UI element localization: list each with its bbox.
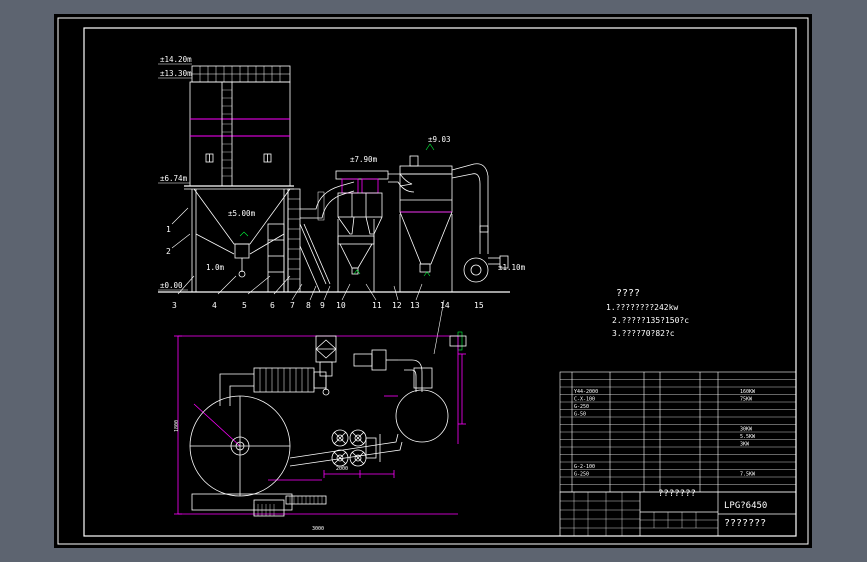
plan-dimension-labels: 1800 2000 3000 <box>174 420 348 532</box>
cyclone-header <box>335 170 389 180</box>
elev-label-6: ±9.03 <box>428 135 451 144</box>
note-line-3: 3.????70?82?c <box>612 329 675 338</box>
part-no-3: 3 <box>172 301 177 310</box>
part-no-10: 10 <box>336 301 346 310</box>
notes-title: ???? <box>616 288 640 299</box>
elevation-view <box>184 65 509 293</box>
inner-frame <box>83 27 797 537</box>
elev-label-3: ±6.74m <box>160 174 188 183</box>
plan-view <box>174 335 467 517</box>
plan-cyclone-cluster <box>331 429 381 467</box>
elevation-ticks <box>158 63 192 291</box>
part-power-5: 30KW <box>740 427 753 433</box>
part-no-14: 14 <box>440 301 450 310</box>
plan-dim-3: 3000 <box>312 526 324 532</box>
part-name-1: C-X-100 <box>574 397 595 403</box>
annotation-marks <box>239 143 463 351</box>
part-no-11: 11 <box>372 301 382 310</box>
title-block <box>559 491 797 537</box>
leader-lines <box>171 207 445 355</box>
part-no-13: 13 <box>410 301 420 310</box>
part-no-12: 12 <box>392 301 402 310</box>
part-power-1: 75KW <box>740 397 753 403</box>
company-name: ??????? <box>724 518 766 529</box>
elev-label-2: ±13.30m <box>160 69 192 78</box>
plan-dim-2: 2000 <box>336 466 348 472</box>
part-no-4: 4 <box>212 301 217 310</box>
part-power-11: 7.5KW <box>740 472 756 478</box>
elev-label-4: ±5.00m <box>228 209 256 218</box>
part-power-6: 5.5KW <box>740 434 756 440</box>
part-power-0: 160KW <box>740 389 756 395</box>
elev-label-1: ±14.20m <box>160 55 192 64</box>
part-no-5: 5 <box>242 301 247 310</box>
cad-drawing: ±14.20m ±13.30m ±6.74m ±5.00m ±7.90m ±9.… <box>57 17 809 545</box>
drawing-code: LPG?6450 <box>724 501 767 511</box>
note-line-1: 1.????????242kw <box>606 303 678 312</box>
elevation-labels: ±14.20m ±13.30m ±6.74m ±5.00m ±7.90m ±9.… <box>160 55 526 290</box>
parts-table-text: Y44-2000C-X-100G-250G-50G-2-100G-250160K… <box>574 389 756 478</box>
part-no-15: 15 <box>474 301 484 310</box>
part-name-3: G-50 <box>574 412 586 418</box>
part-no-8: 8 <box>306 301 311 310</box>
technical-notes: ???? 1.????????242kw 2.?????135?150?c 3.… <box>606 288 689 338</box>
title-block-text: ??????? LPG?6450 ??????? <box>658 489 767 529</box>
plan-dim-1: 1800 <box>174 420 180 432</box>
elev-label-9: ±0.00 <box>160 281 183 290</box>
exhaust-fan <box>463 257 489 283</box>
part-name-0: Y44-2000 <box>574 389 598 395</box>
part-no-9: 9 <box>320 301 325 310</box>
part-no-7: 7 <box>290 301 295 310</box>
part-no-6: 6 <box>270 301 275 310</box>
plan-dimension-lines <box>174 335 466 515</box>
part-no-2: 2 <box>166 247 171 256</box>
drawing-viewport[interactable]: ±14.20m ±13.30m ±6.74m ±5.00m ±7.90m ±9.… <box>54 14 812 548</box>
part-name-2: G-250 <box>574 404 589 410</box>
bag-filter-top <box>399 165 453 175</box>
elev-label-5: ±7.90m <box>350 155 378 164</box>
part-power-7: 3KW <box>740 442 750 448</box>
part-name-11: G-250 <box>574 472 589 478</box>
elev-label-8: 1.0m <box>206 263 225 272</box>
drying-tower-body <box>189 81 291 187</box>
parts-table <box>559 371 797 493</box>
part-no-1: 1 <box>166 225 171 234</box>
outer-frame <box>57 17 809 545</box>
note-line-2: 2.?????135?150?c <box>612 316 689 325</box>
part-name-10: G-2-100 <box>574 464 595 470</box>
elev-label-7: ±1.10m <box>498 263 526 272</box>
plan-fan <box>395 389 449 443</box>
part-number-labels: 1 2 3 4 5 6 7 8 9 10 11 12 13 14 15 <box>166 225 484 310</box>
drawing-name: ??????? <box>658 489 696 499</box>
